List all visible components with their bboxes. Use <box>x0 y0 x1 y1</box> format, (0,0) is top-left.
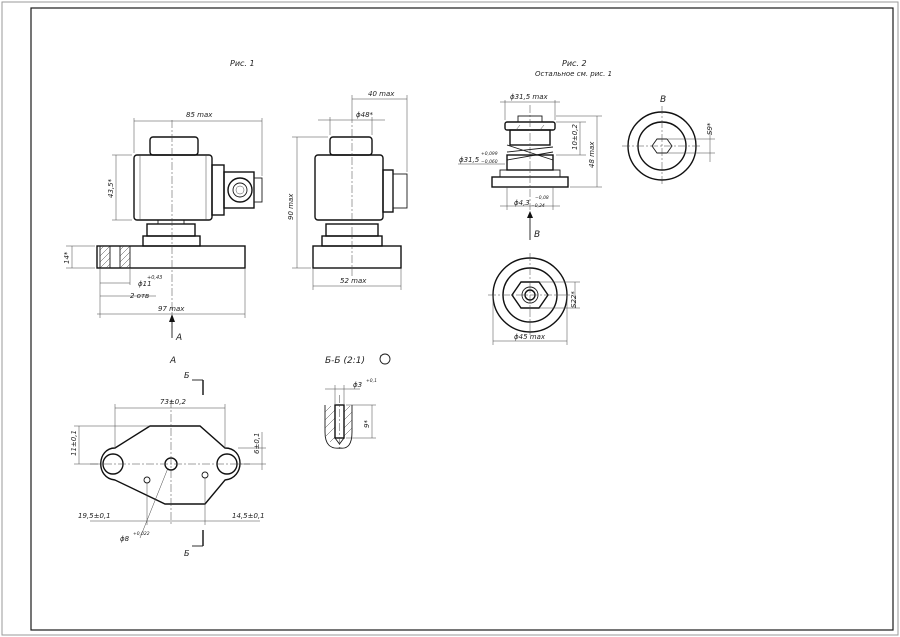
dim-width-52: 52 max <box>340 277 367 285</box>
section-bb-title: Б-Б (2:1) <box>325 356 365 366</box>
dim-len-73: 73±0,2 <box>160 398 186 406</box>
view-arrow-v: В <box>534 230 540 240</box>
dim-height-10: 10±0,2 <box>571 124 579 150</box>
fig1-front-view: 40 max ϕ48* 90 max 52 max <box>287 90 408 290</box>
drawing-frame <box>30 7 894 631</box>
dim-dia-31-5: ϕ31,5 <box>459 156 480 164</box>
dim-off-14-5: 14,5±0,1 <box>232 512 265 520</box>
view-arrow-a: A <box>175 333 182 343</box>
view-v-circle: В S9* <box>622 95 715 186</box>
fig1-side-view: 85 max 43,5* 14* ϕ11 +0,43 2 отв 97 max … <box>63 111 263 343</box>
section-bb: Б-Б (2:1) ϕ3 +0,1 9* <box>324 353 391 450</box>
fig2-part-view: ϕ31,5 max ϕ31,5 +0,099 −0,060 10±0,2 48 … <box>458 93 602 240</box>
dim-width-85: 85 max <box>186 111 213 119</box>
dim-dia-3: ϕ3 <box>353 381 362 389</box>
cut-b-top: Б <box>184 371 190 380</box>
fig1-label: Рис. 1 <box>230 59 255 68</box>
dim-dia-31-5-max: ϕ31,5 max <box>510 93 549 101</box>
dim-dia-8: ϕ8 <box>120 535 130 543</box>
fig2-note: Остальное см. рис. 1 <box>535 70 612 78</box>
dim-dia-31-5-tol-up: +0,099 <box>481 151 498 157</box>
dim-dia-3-tol: +0,1 <box>366 378 377 384</box>
view-a-label: A <box>169 356 176 366</box>
cut-b-bottom: Б <box>184 549 190 558</box>
dim-s9: S9* <box>706 122 714 135</box>
dim-h-6: 6±0,1 <box>253 433 261 454</box>
dim-s22: S22* <box>570 291 578 308</box>
dim-dia-4-3-tol-lo: −0,24 <box>531 203 545 209</box>
dim-thick-14: 14* <box>63 251 71 264</box>
dim-dia-31-5-tol-lo: −0,060 <box>481 159 498 165</box>
dim-width-97: 97 max <box>158 305 185 313</box>
view-v-label: В <box>660 95 666 105</box>
fig2-label: Рис. 2 <box>562 59 587 68</box>
dim-width-40: 40 max <box>368 90 395 98</box>
dim-hole-11-tol: +0,43 <box>147 275 162 281</box>
dim-holes-count: 2 отв <box>130 292 149 300</box>
dim-dia-4-3: ϕ4,3 <box>514 199 530 207</box>
dim-h-11: 11±0,1 <box>70 430 78 456</box>
dim-dia-4-3-tol-up: −0,08 <box>535 195 549 201</box>
dim-height-90: 90 max <box>287 193 295 220</box>
dim-depth-9: 9* <box>363 420 371 428</box>
dim-dia-8-tol: +0,022 <box>133 531 150 537</box>
dim-dia-48: ϕ48* <box>356 111 374 119</box>
view-a-flange: A Б Б 73±0,2 11±0,1 6±0,1 19,5±0,1 <box>70 356 266 558</box>
dim-height-43-5: 43,5* <box>107 178 115 198</box>
bottom-circle-view: S22* ϕ45 max <box>488 253 580 345</box>
dim-off-19-5: 19,5±0,1 <box>78 512 111 520</box>
dim-dia-45: ϕ45 max <box>514 333 546 341</box>
dim-height-48: 48 max <box>588 141 596 168</box>
dim-hole-11: ϕ11 <box>138 280 152 288</box>
